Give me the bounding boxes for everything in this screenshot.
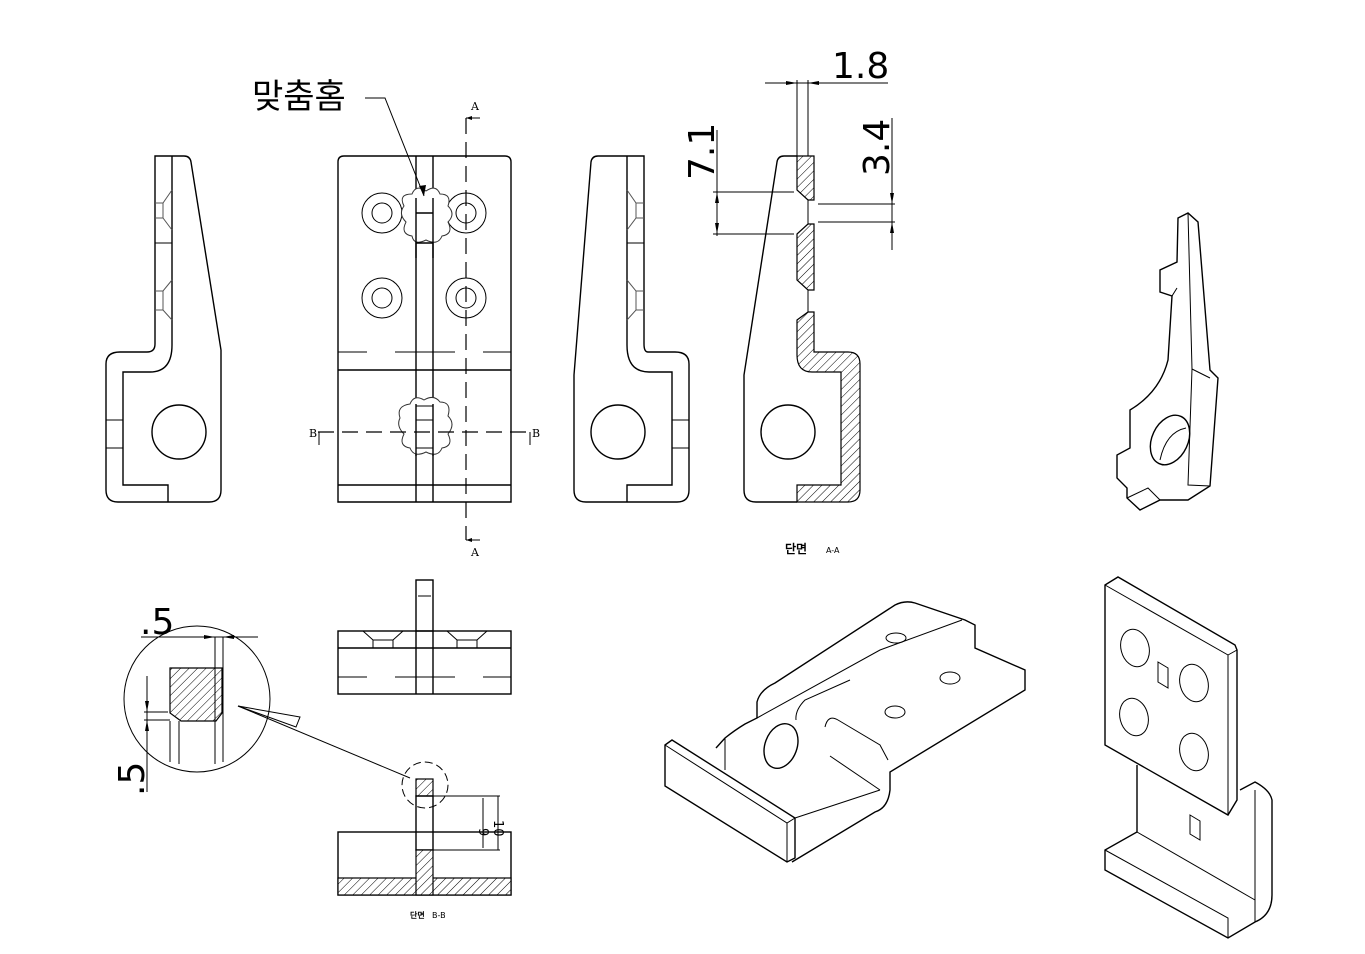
dimension-height-left: 7.1	[682, 123, 723, 180]
dimension-height-right: 3.4	[857, 119, 898, 176]
section-view-a-a: 1.8 7.1 3.4 단면 A-A	[682, 46, 898, 556]
dimension-thickness: 1.8	[832, 46, 889, 87]
section-label-a-a-suffix: A-A	[826, 546, 840, 555]
top-view	[337, 579, 512, 695]
section-label-b-b-title: 단면	[410, 910, 425, 920]
isometric-view-assembly	[664, 601, 1026, 863]
isometric-view-plate	[1104, 576, 1273, 939]
dimension-inner-slot: 9	[475, 828, 490, 836]
section-marker-a-bottom: A	[470, 546, 480, 559]
dimension-detail-horizontal: .5	[140, 602, 174, 643]
dimension-detail-vertical: .5	[112, 762, 153, 796]
front-view: A A B B 맞춤홈	[252, 77, 540, 559]
section-label-a-a-title: 단면	[785, 541, 807, 556]
dimension-outer-slot: 10	[490, 820, 505, 837]
right-side-view	[573, 155, 690, 503]
detail-view-circle: .5 .5	[112, 602, 411, 796]
section-label-b-b-suffix: B-B	[432, 911, 446, 920]
section-marker-b-right: B	[532, 427, 540, 440]
isometric-view-side-piece	[1116, 212, 1219, 511]
left-side-view	[105, 155, 222, 503]
section-view-b-b: 9 10 단면 B-B	[337, 761, 512, 920]
section-marker-b-left: B	[309, 427, 317, 440]
section-marker-a-top: A	[470, 100, 480, 113]
callout-label-alignment-groove: 맞춤홈	[252, 77, 346, 117]
